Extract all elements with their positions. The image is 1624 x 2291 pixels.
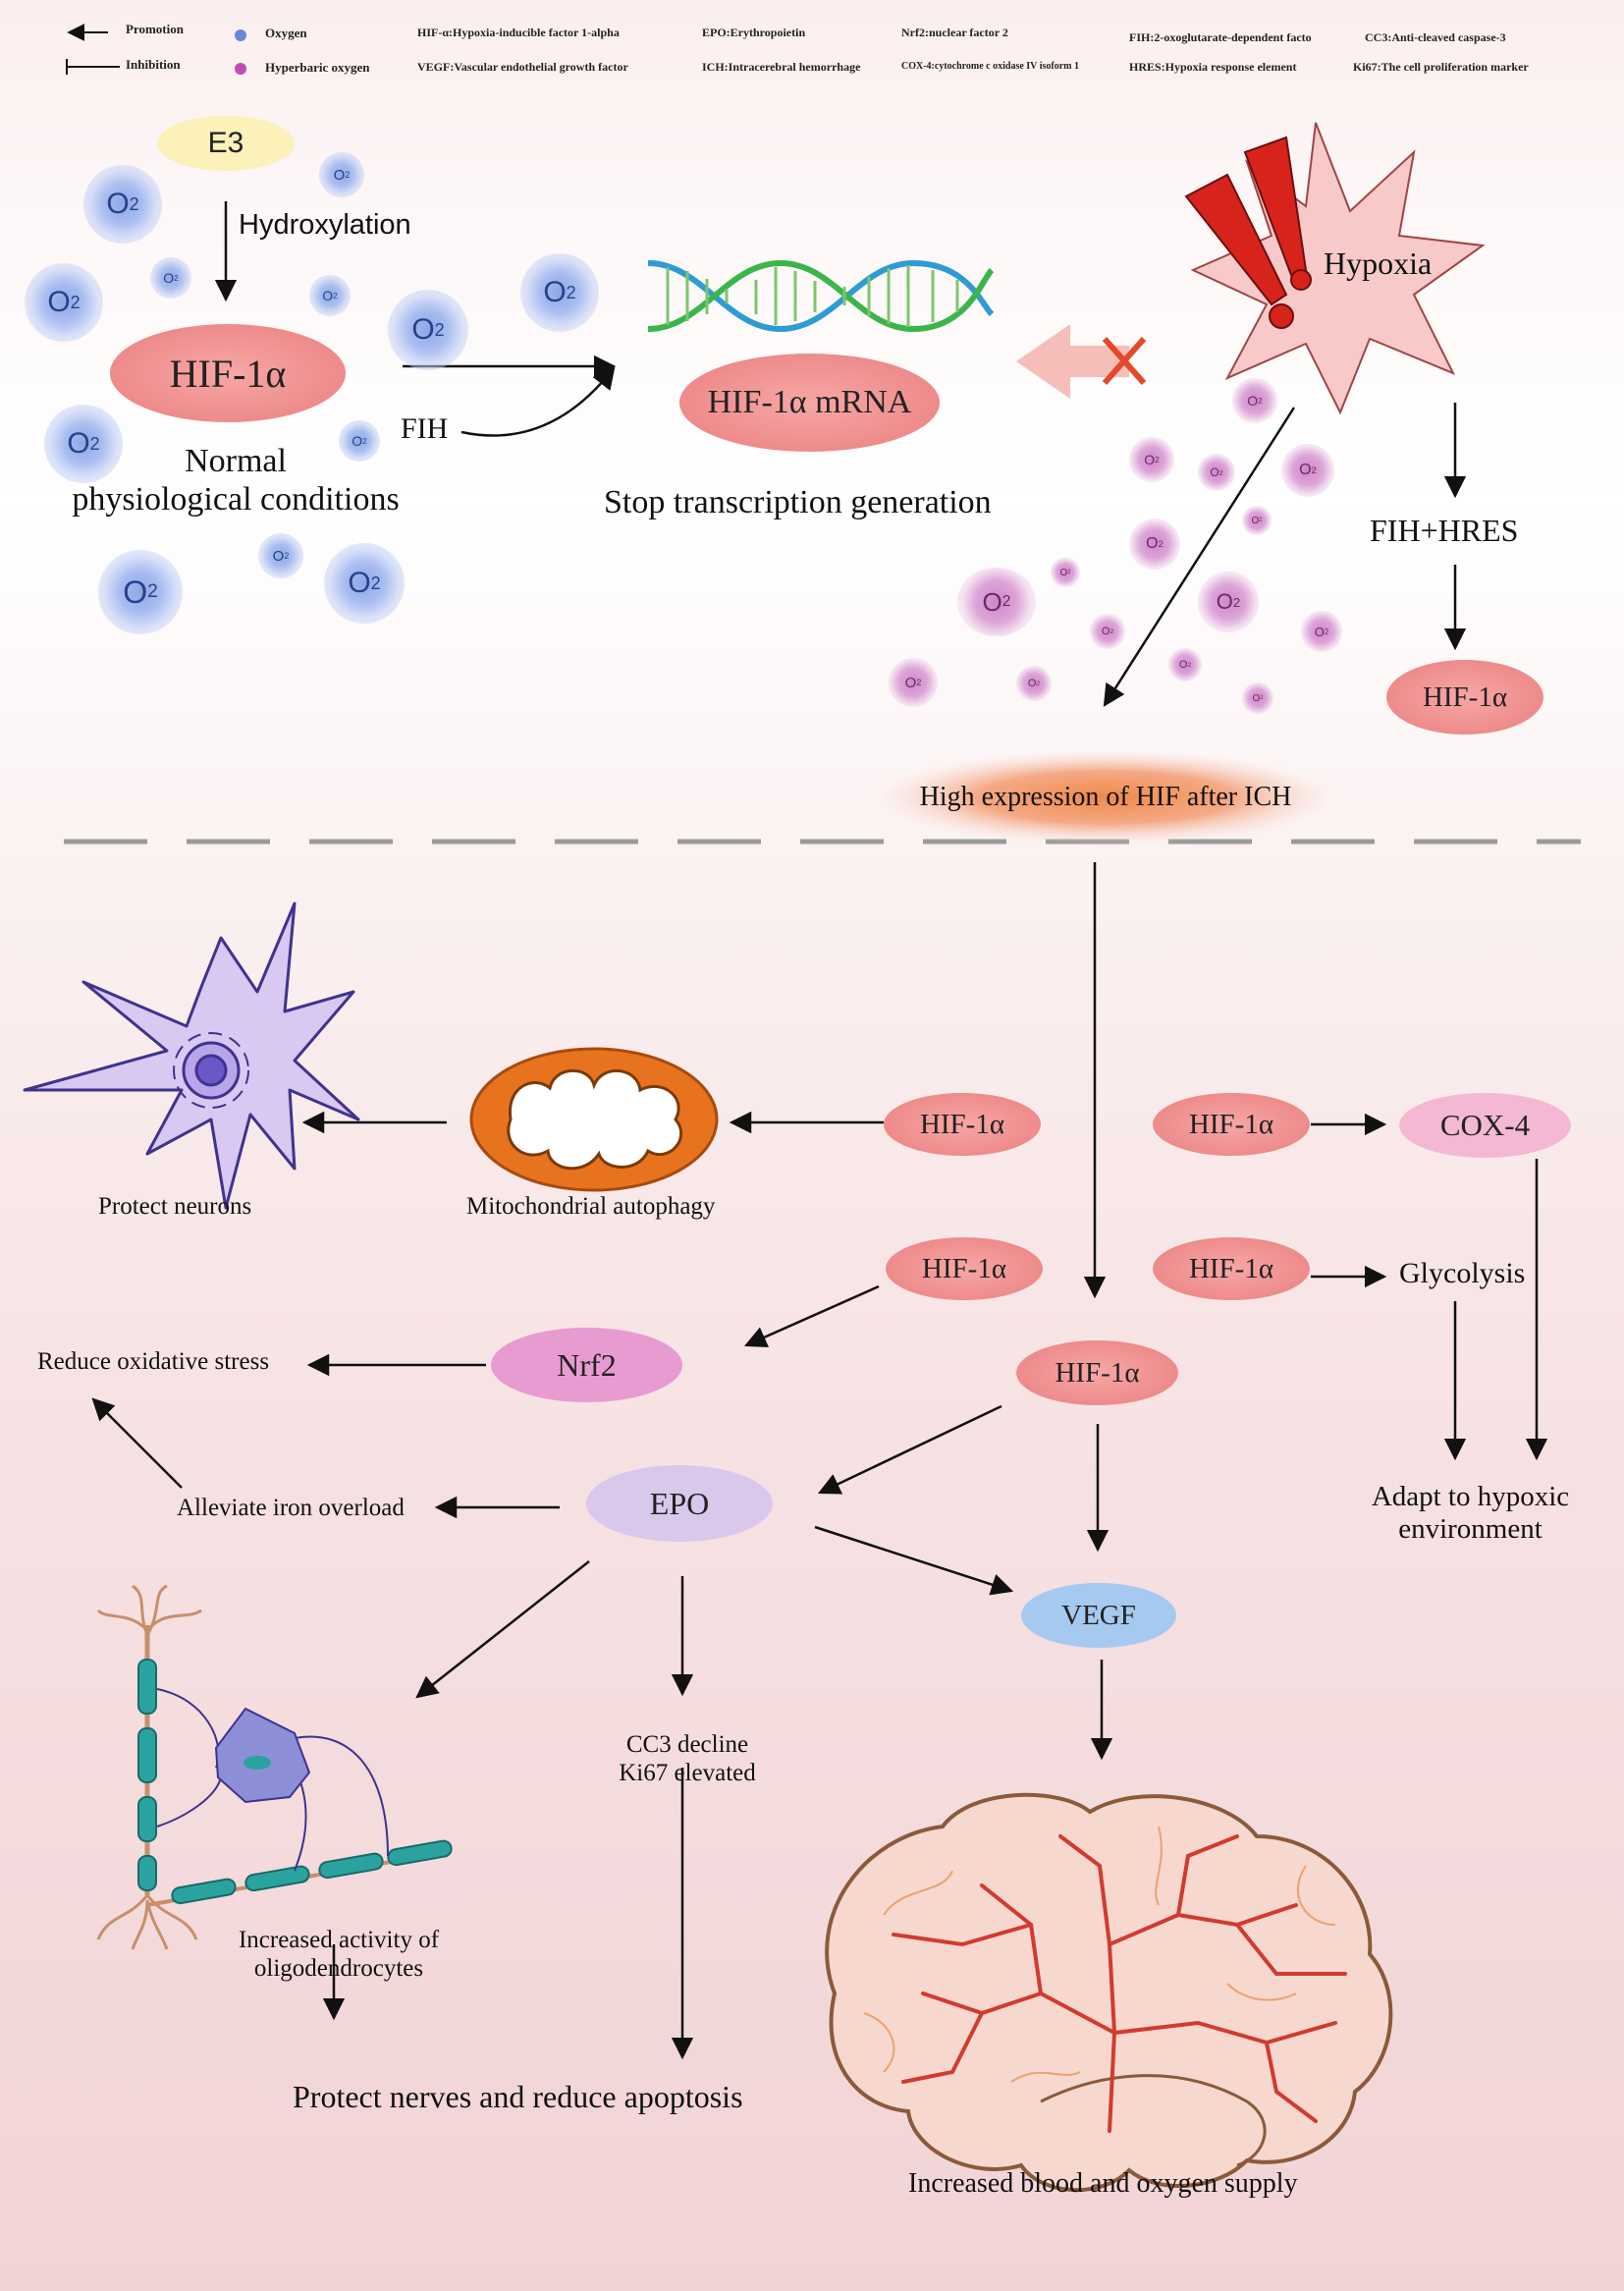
legend-ich: ICH:Intracerebral hemorrhage bbox=[702, 60, 861, 74]
legend-nrf2: Nrf2:nuclear factor 2 bbox=[901, 26, 1008, 39]
alleviate-iron-overload-label: Alleviate iron overload bbox=[177, 1495, 405, 1521]
reduce-oxidative-stress-label: Reduce oxidative stress bbox=[37, 1348, 270, 1375]
hif-1a-node-mito: HIF-1α bbox=[884, 1093, 1041, 1156]
fih-label: FIH bbox=[401, 412, 449, 445]
high-expression-label: High expression of HIF after ICH bbox=[919, 782, 1292, 812]
hypoxia-label: Hypoxia bbox=[1324, 245, 1433, 281]
epo-node: EPO bbox=[586, 1465, 773, 1542]
nrf2-node: Nrf2 bbox=[491, 1328, 682, 1402]
fih-hres-label: FIH+HRES bbox=[1370, 513, 1519, 548]
adapt-hypoxic-label: Adapt to hypoxic environment bbox=[1370, 1481, 1571, 1547]
legend-cox4: COX-4:cytochrome c oxidase IV isoform 1 bbox=[901, 61, 1079, 72]
neuron-icon bbox=[23, 901, 360, 1210]
protect-neurons-label: Protect neurons bbox=[98, 1193, 252, 1220]
hif-1a-mrna-node: HIF-1α mRNA bbox=[679, 354, 940, 452]
hif-1a-node-epo: HIF-1α bbox=[1016, 1340, 1178, 1405]
hypoxia-burst-icon bbox=[1184, 122, 1486, 415]
legend-oxygen: Oxygen bbox=[265, 26, 307, 40]
legend-hif: HIF-α:Hypoxia-inducible factor 1-alpha bbox=[417, 26, 620, 39]
hif-1a-node-cox: HIF-1α bbox=[1153, 1093, 1310, 1156]
legend-promotion: Promotion bbox=[126, 22, 184, 36]
e3-node: E3 bbox=[157, 116, 295, 171]
mitochondrion-icon bbox=[469, 1047, 719, 1192]
increased-blood-oxygen-label: Increased blood and oxygen supply bbox=[908, 2168, 1298, 2199]
protect-nerves-label: Protect nerves and reduce apoptosis bbox=[293, 2079, 743, 2114]
oligodendrocyte-activity-label: Increased activity of oligodendrocytes bbox=[216, 1927, 461, 1984]
glycolysis-label: Glycolysis bbox=[1399, 1257, 1526, 1289]
legend-cc3: CC3:Anti-cleaved caspase-3 bbox=[1365, 30, 1506, 44]
legend-inhibition: Inhibition bbox=[126, 57, 181, 72]
oligo-line-1: Increased activity of bbox=[238, 1927, 440, 1953]
normal-line-1: Normal bbox=[185, 443, 287, 479]
cc3-ki67-label: CC3 decline Ki67 elevated bbox=[599, 1731, 776, 1788]
high-expression-halo bbox=[875, 750, 1336, 845]
cc3-line: CC3 decline bbox=[625, 1731, 749, 1758]
dna-helix-icon bbox=[647, 259, 995, 333]
legend-symbols bbox=[66, 24, 246, 75]
oligodendrocyte-icon bbox=[96, 1584, 453, 1950]
legend-hyperbaric-oxygen: Hyperbaric oxygen bbox=[265, 60, 370, 75]
hif-1a-node-nrf2: HIF-1α bbox=[886, 1237, 1043, 1300]
ki67-line: Ki67 elevated bbox=[619, 1759, 756, 1786]
arrows bbox=[91, 201, 1548, 2060]
hif-1a-node-glycolysis: HIF-1α bbox=[1153, 1237, 1310, 1300]
vegf-node: VEGF bbox=[1021, 1583, 1176, 1648]
hif-1a-node: HIF-1α bbox=[110, 324, 346, 422]
mitochondrial-autophagy-label: Mitochondrial autophagy bbox=[466, 1193, 716, 1220]
stop-transcription-label: Stop transcription generation bbox=[604, 484, 992, 520]
adapt-line-2: environment bbox=[1398, 1513, 1543, 1546]
brain-icon bbox=[825, 1792, 1393, 2192]
adapt-line-1: Adapt to hypoxic bbox=[1371, 1481, 1570, 1512]
normal-line-2: physiological conditions bbox=[72, 481, 400, 518]
legend-hres: HRES:Hypoxia response element bbox=[1129, 60, 1297, 74]
hif-1a-right-node: HIF-1α bbox=[1386, 660, 1543, 735]
normal-conditions-label: Normal physiological conditions bbox=[59, 442, 412, 518]
legend-vegf: VEGF:Vascular endothelial growth factor bbox=[417, 60, 628, 74]
hydroxylation-label: Hydroxylation bbox=[239, 209, 411, 241]
oligo-line-2: oligodendrocytes bbox=[253, 1954, 424, 1982]
legend-epo: EPO:Erythropoietin bbox=[702, 26, 806, 39]
legend-fih: FIH:2-oxoglutarate-dependent facto bbox=[1129, 30, 1312, 44]
blocked-transcription-arrow bbox=[1016, 324, 1147, 399]
legend-ki67: Ki67:The cell proliferation marker bbox=[1353, 60, 1529, 74]
cox-4-node: COX-4 bbox=[1399, 1093, 1571, 1158]
